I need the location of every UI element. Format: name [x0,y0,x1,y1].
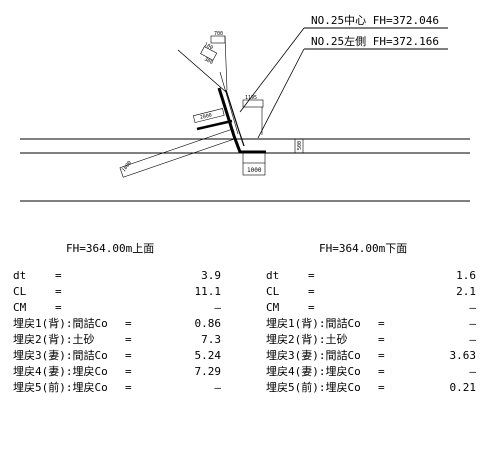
dim-box-1195 [242,99,264,108]
dim-label-2000: 2000 [199,112,212,121]
table-row: 埋戻4(妻):埋戻Co=7.29 [13,365,221,378]
table-row: 埋戻3(妻):間詰Co=5.24 [13,349,221,362]
dim-label-1195: 1195 [245,95,257,101]
table-row: CL=2.1 [266,285,476,298]
dim-box-100 [200,46,218,61]
table-row: 埋戻5(前):埋戻Co=0.21 [266,381,476,394]
left-section-title: FH=364.00m上面 [66,242,155,255]
right-quantity-table: dt=1.6 CL=2.1 CM=— 埋戻1(背):間詰Co=— 埋戻2(背):… [266,268,476,396]
table-row: 埋戻3(妻):間詰Co=3.63 [266,349,476,362]
dim-box-1000-bottom [242,162,266,176]
header-center-label: NO.25中心 FH=372.046 [311,14,439,27]
table-row: CL=11.1 [13,285,221,298]
dim-box-500 [294,138,304,154]
dim-box-700 [210,35,226,44]
leader-line-1 [239,27,305,113]
cross-section-drawing: 700 100 300 2000 1000 1195 1000 500 [20,27,470,202]
header-left-label: NO.25左側 FH=372.166 [311,35,439,48]
table-row: 埋戻1(背):間詰Co=— [266,317,476,330]
table-row: dt=1.6 [266,269,476,282]
left-quantity-table: dt=3.9 CL=11.1 CM=— 埋戻1(背):間詰Co=0.86 埋戻2… [13,268,243,396]
table-row: CM=— [266,301,476,314]
wall-inner [225,89,245,147]
table-row: 埋戻5(前):埋戻Co=— [13,381,221,394]
leader-line-2 [257,48,305,139]
anchor-bar [196,119,233,131]
table-row: 埋戻2(背):土砂=7.3 [13,333,221,346]
dim-label-1000-slanted: 1000 [121,160,133,173]
dim-label-500: 500 [297,141,303,150]
table-row: 埋戻2(背):土砂=— [266,333,476,346]
dim-label-700: 700 [214,31,223,37]
right-section-title: FH=364.00m下面 [319,242,408,255]
dim-box-2000 [192,108,225,123]
slope-guide [177,49,227,93]
table-row: CM=— [13,301,221,314]
dim-label-300: 300 [203,56,214,66]
table-row: 埋戻1(背):間詰Co=0.86 [13,317,221,330]
dim-label-1000-bottom: 1000 [247,167,262,174]
wall-outline [217,87,266,154]
dim-box-1000-slanted [119,128,236,178]
dim-line-700 [224,35,228,91]
table-row: dt=3.9 [13,269,221,282]
table-row: 埋戻4(妻):埋戻Co=— [266,365,476,378]
dim-label-100: 100 [203,42,214,52]
slope-guide-2 [219,71,239,135]
